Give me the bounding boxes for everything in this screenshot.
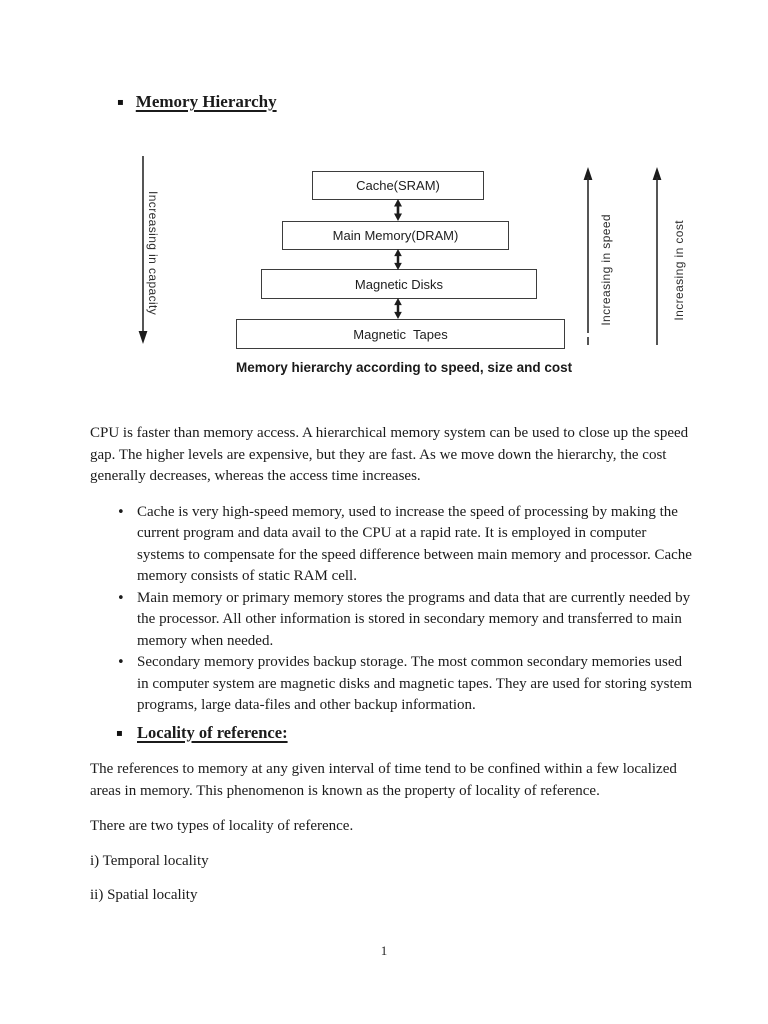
- round-bullet-icon: •: [117, 504, 125, 520]
- speed-axis-label: Increasing in speed: [599, 214, 613, 326]
- cost-axis-label: Increasing in cost: [672, 220, 686, 321]
- bullet-cache-text: Cache is very high-speed memory, used to…: [137, 503, 692, 585]
- cost-arrow-up-icon: [652, 167, 662, 345]
- memory-bullet-list: • Cache is very high-speed memory, used …: [90, 502, 692, 717]
- locality-types-line: There are two types of locality of refer…: [90, 818, 354, 834]
- temporal-locality-line: i) Temporal locality: [90, 852, 209, 869]
- capacity-axis-label: Increasing in capacity: [146, 191, 160, 316]
- diagram-caption: Memory hierarchy according to speed, siz…: [236, 360, 573, 375]
- cache-box: Cache(SRAM): [312, 171, 484, 200]
- locality-heading-text: Locality of reference:: [137, 722, 288, 742]
- magnetic-disks-box: Magnetic Disks: [261, 269, 537, 299]
- square-bullet-icon: ▪: [116, 727, 123, 739]
- page-title-text: Memory Hierarchy: [135, 92, 277, 111]
- list-item: • Secondary memory provides backup stora…: [90, 652, 692, 717]
- main-memory-box-label: Main Memory(DRAM): [332, 228, 459, 243]
- round-bullet-icon: •: [117, 590, 125, 606]
- square-bullet-icon: ▪: [117, 97, 124, 108]
- page-number: 1: [380, 943, 388, 958]
- bidirectional-arrow-icon: [394, 249, 402, 270]
- cache-box-label: Cache(SRAM): [356, 178, 440, 193]
- magnetic-disks-box-label: Magnetic Disks: [354, 276, 444, 292]
- intro-paragraph: CPU is faster than memory access. A hier…: [90, 425, 689, 484]
- bullet-main-memory-text: Main memory or primary memory stores the…: [137, 589, 691, 649]
- list-item: • Cache is very high-speed memory, used …: [90, 502, 692, 588]
- bidirectional-arrow-icon: [394, 199, 402, 221]
- spatial-locality-line: ii) Spatial locality: [90, 887, 198, 903]
- page-title: ▪ Memory Hierarchy: [117, 92, 277, 112]
- locality-heading: ▪ Locality of reference:: [90, 722, 692, 746]
- body-content: CPU is faster than memory access. A hier…: [90, 423, 692, 920]
- capacity-arrow-down-icon: [138, 156, 148, 344]
- magnetic-tapes-box: Magnetic Tapes: [236, 319, 565, 349]
- list-item: • Main memory or primary memory stores t…: [90, 588, 692, 653]
- bullet-secondary-memory-text: Secondary memory provides backup storage…: [137, 654, 692, 713]
- locality-paragraph: The references to memory at any given in…: [90, 761, 677, 799]
- main-memory-box: Main Memory(DRAM): [282, 221, 509, 250]
- memory-hierarchy-diagram: Increasing in capacity Cache(SRAM) Main …: [0, 0, 768, 400]
- magnetic-tapes-box-label: Magnetic Tapes: [353, 326, 448, 342]
- round-bullet-icon: •: [117, 655, 125, 670]
- speed-arrow-up-icon: [583, 167, 593, 345]
- bidirectional-arrow-icon: [394, 298, 402, 319]
